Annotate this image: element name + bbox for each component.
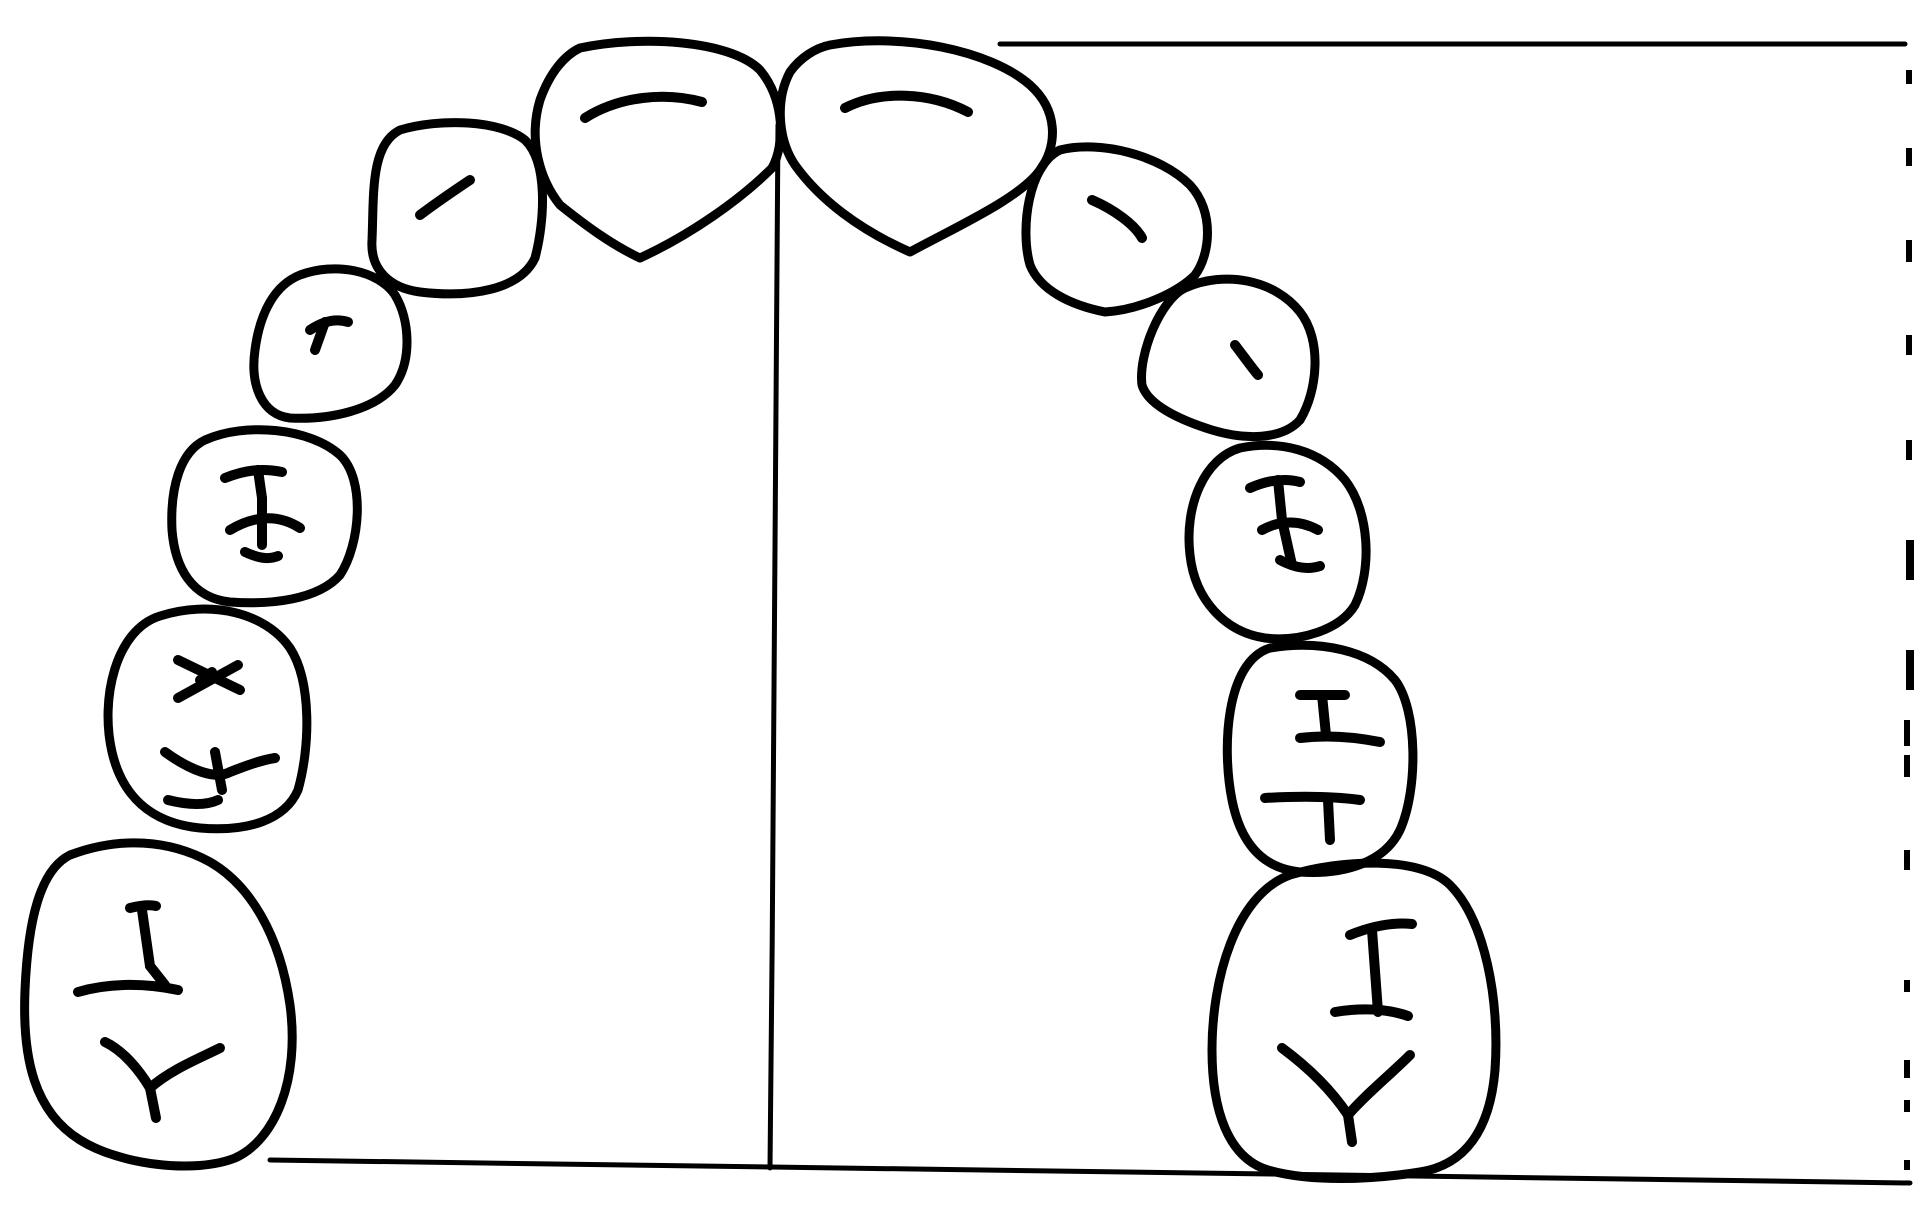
right-central-incisor (780, 41, 1052, 252)
right-arch (780, 41, 1496, 1179)
left-first-premolar (172, 430, 358, 603)
right-second-premolar (1227, 645, 1413, 872)
frame (270, 44, 1910, 1183)
midline (770, 125, 778, 1168)
right-first-premolar (1189, 445, 1366, 638)
left-canine (254, 269, 407, 418)
left-arch (25, 41, 781, 1166)
left-first-molar (25, 843, 293, 1166)
right-first-molar (1212, 863, 1496, 1178)
left-central-incisor (535, 41, 780, 258)
top-border-line (1000, 44, 1905, 45)
left-lateral-incisor (372, 123, 543, 294)
bottom-border-line (270, 1160, 1910, 1183)
left-second-premolar (108, 609, 307, 829)
right-canine (1142, 279, 1316, 436)
right-margin-specks (1904, 70, 1914, 1170)
